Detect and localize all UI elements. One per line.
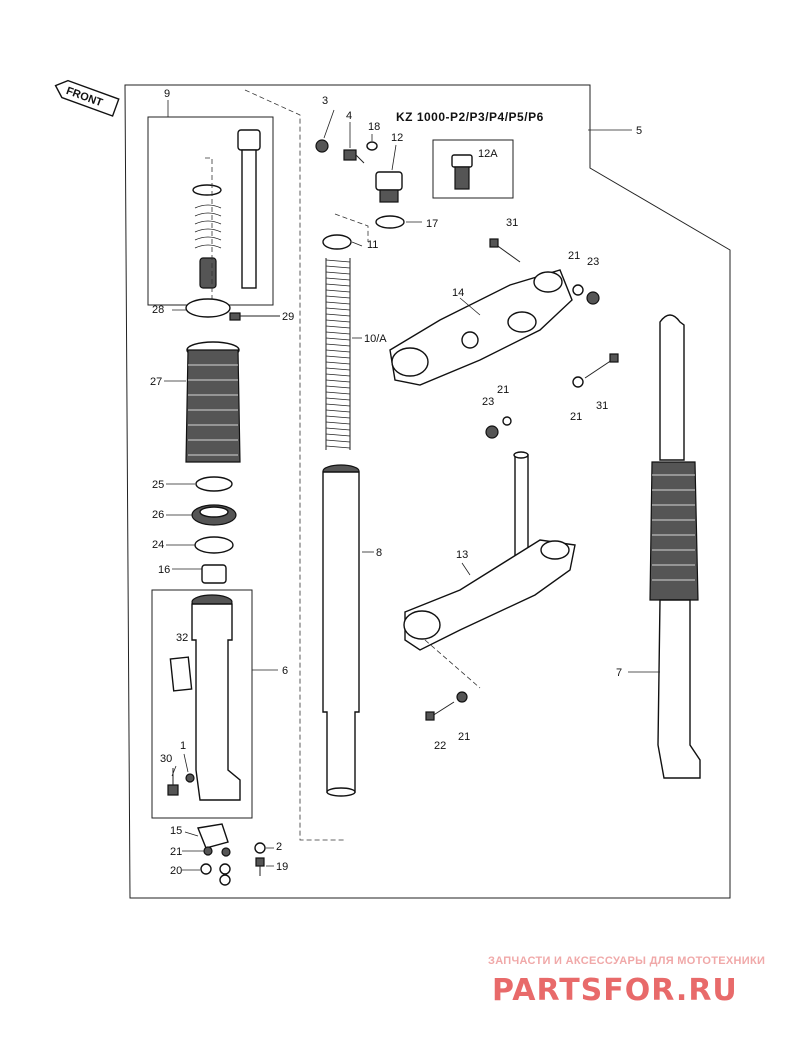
- callout-23-mid: 23: [482, 396, 494, 408]
- callout-8: 8: [376, 547, 382, 559]
- part-8-inner-tube: [322, 464, 360, 797]
- callout-32: 32: [176, 632, 188, 644]
- inset-box-12a: [432, 139, 514, 199]
- callout-29: 29: [282, 311, 294, 323]
- part-2-washer: [254, 842, 266, 854]
- callout-2: 2: [276, 841, 282, 853]
- part-17-oring: [375, 215, 405, 229]
- part-1-washer: [185, 773, 195, 783]
- callout-12a: 12A: [478, 148, 498, 160]
- callout-31-right: 31: [596, 400, 608, 412]
- part-32-label: [169, 656, 193, 692]
- part-11-spacer: [322, 234, 352, 250]
- callout-25: 25: [152, 479, 164, 491]
- part-26-seal: [191, 504, 237, 526]
- part-23-nut-upper: [586, 291, 600, 305]
- callout-20: 20: [170, 865, 182, 877]
- callout-11: 11: [367, 239, 378, 251]
- part-15-axle-cap: [197, 823, 229, 849]
- assembly-line-lower: [424, 639, 481, 689]
- model-header: KZ 1000-P2/P3/P4/P5/P6: [396, 110, 544, 124]
- part-rebound-spring: [192, 184, 222, 289]
- part-31-bolt-right: [584, 353, 619, 379]
- part-16-bushing: [201, 564, 227, 584]
- callout-31-upper: 31: [506, 217, 518, 229]
- part-14-upper-bracket: [389, 269, 573, 386]
- callout-15: 15: [170, 825, 182, 837]
- callout-14: 14: [452, 287, 464, 299]
- part-21-washer-upper: [572, 284, 584, 296]
- part-31-bolt-upper: [489, 238, 521, 263]
- callout-7: 7: [616, 667, 622, 679]
- callout-21-upper: 21: [568, 250, 580, 262]
- part-21-washer-mid: [502, 416, 512, 426]
- part-21-washer-right: [572, 376, 584, 388]
- callout-19: 19: [276, 861, 288, 873]
- callout-10a: 10/A: [364, 333, 387, 345]
- part-28-ring: [185, 298, 231, 318]
- callout-26: 26: [152, 509, 164, 521]
- part-20-nut-b: [219, 863, 231, 875]
- callout-21-right: 21: [570, 411, 582, 423]
- group-box-6: [151, 589, 253, 819]
- part-21-washer-lower-b: [221, 847, 231, 857]
- assembly-line-top: [334, 213, 369, 242]
- callout-22: 22: [434, 740, 446, 752]
- part-12a-plug: [451, 154, 473, 190]
- callout-16: 16: [158, 564, 170, 576]
- part-20-nut-c: [219, 874, 231, 886]
- callout-21-mid: 21: [497, 384, 509, 396]
- watermark-tagline: ЗАПЧАСТИ И АКСЕССУАРЫ ДЛЯ МОТОТЕХНИКИ: [488, 955, 765, 967]
- diagram-frame: [124, 84, 731, 899]
- callout-17: 17: [426, 218, 438, 230]
- part-21-washer-lower-bracket: [456, 691, 468, 703]
- callout-4: 4: [346, 110, 352, 122]
- part-4-valve: [343, 149, 365, 164]
- callout-21-lower-bracket: 21: [458, 731, 470, 743]
- callout-1-upper: 1: [180, 740, 186, 752]
- assembly-line-inner: [205, 157, 213, 300]
- part-12-top-bolt: [375, 171, 403, 203]
- part-3-plug: [315, 139, 329, 153]
- callout-21-lower: 21: [170, 846, 182, 858]
- callout-3: 3: [322, 95, 328, 107]
- watermark-logo: PARTSFOR.RU: [492, 973, 738, 1008]
- callout-24: 24: [152, 539, 164, 551]
- part-24-washer: [194, 536, 234, 554]
- leader-13: [461, 562, 471, 576]
- callout-6: 6: [282, 665, 288, 677]
- callout-28: 28: [152, 304, 164, 316]
- callout-5: 5: [636, 125, 642, 137]
- part-19-bolt: [255, 857, 265, 876]
- callout-9: 9: [164, 88, 170, 100]
- part-25-oring: [195, 476, 233, 492]
- callout-27: 27: [150, 376, 162, 388]
- part-7-assembled-fork: [649, 314, 701, 779]
- part-21-washer-lower: [203, 846, 213, 856]
- part-23-nut-mid: [485, 425, 499, 439]
- callout-13: 13: [456, 549, 468, 561]
- part-10a-fork-spring: [325, 258, 351, 450]
- callout-23-upper: 23: [587, 256, 599, 268]
- leader-ticks: [164, 109, 422, 871]
- part-27-fork-boot: [185, 341, 241, 463]
- leader-14: [459, 297, 481, 316]
- part-18-oring: [366, 141, 378, 151]
- part-30-screw: [167, 768, 179, 796]
- part-13-lower-bracket: [403, 451, 576, 651]
- part-22-bolt: [425, 701, 455, 721]
- callout-30: 30: [160, 753, 172, 765]
- callout-12: 12: [391, 132, 403, 144]
- callout-18: 18: [368, 121, 380, 133]
- part-damper-rod: [237, 129, 261, 289]
- front-arrow: FRONT: [54, 79, 120, 117]
- part-6-outer-tube: [191, 594, 241, 801]
- part-20-nut: [200, 863, 212, 875]
- part-29-screw: [229, 312, 280, 321]
